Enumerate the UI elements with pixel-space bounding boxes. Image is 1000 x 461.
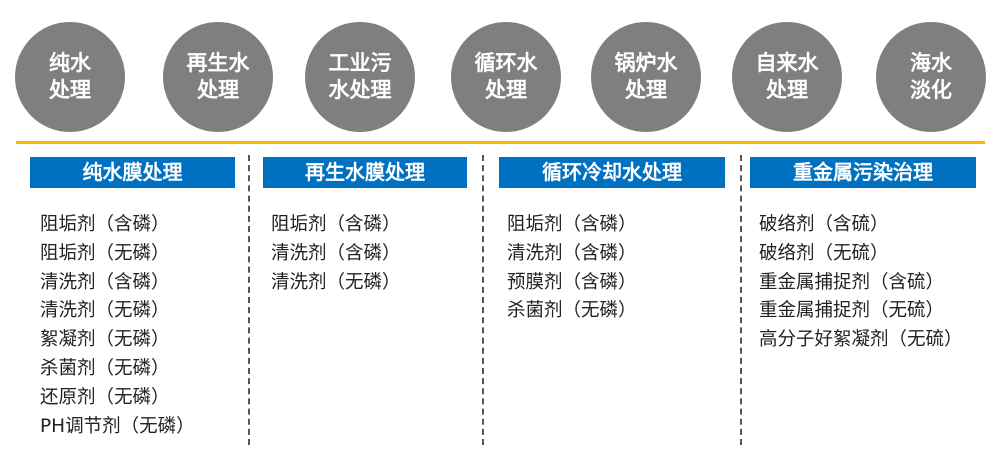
product-list-circulating-cooling-water: 阻垢剂（含磷） 清洗剂（含磷） 预膜剂（含磷） 杀菌剂（无磷） xyxy=(507,211,637,326)
category-circle-industrial-wastewater: 工业污 水处理 xyxy=(305,22,415,132)
category-label: 自来水 处理 xyxy=(755,51,819,102)
list-item: 重金属捕捉剂（含硫） xyxy=(759,271,945,293)
category-circle-desalination: 海水 淡化 xyxy=(876,22,986,132)
category-label: 工业污 水处理 xyxy=(328,51,392,102)
category-circle-circulating-water: 循环水 处理 xyxy=(451,22,561,132)
column-header-pure-water-membrane: 纯水膜处理 xyxy=(30,157,235,188)
product-list-reclaimed-water-membrane: 阻垢剂（含磷） 清洗剂（含磷） 清洗剂（无磷） xyxy=(271,211,401,297)
list-item: 破络剂（含硫） xyxy=(759,214,889,235)
list-item: 高分子好絮凝剂（无硫） xyxy=(759,329,963,351)
list-item: 阻垢剂（含磷） xyxy=(507,214,637,235)
column-header-heavy-metal-treatment: 重金属污染治理 xyxy=(750,157,976,188)
column-separator xyxy=(248,155,250,445)
category-label: 再生水 处理 xyxy=(186,51,250,102)
list-item: 还原剂（无磷） xyxy=(40,386,170,408)
category-label: 锅炉水 处理 xyxy=(614,51,678,102)
category-label: 海水 淡化 xyxy=(910,51,952,102)
category-label: 纯水 处理 xyxy=(49,51,91,102)
list-item: PH调节剂（无磷） xyxy=(40,415,195,437)
list-item: 重金属捕捉剂（无硫） xyxy=(759,300,945,322)
list-item: 清洗剂（含磷） xyxy=(507,242,637,264)
category-label: 循环水 处理 xyxy=(474,51,538,102)
column-header-circulating-cooling-water: 循环冷却水处理 xyxy=(499,157,725,188)
list-item: 清洗剂（无磷） xyxy=(271,271,401,293)
product-list-pure-water-membrane: 阻垢剂（含磷） 阻垢剂（无磷） 清洗剂（含磷） 清洗剂（无磷） 絮凝剂（无磷） … xyxy=(40,211,195,441)
list-item: 清洗剂（含磷） xyxy=(271,242,401,264)
list-item: 阻垢剂（含磷） xyxy=(40,214,170,235)
list-item: 阻垢剂（无磷） xyxy=(40,242,170,264)
list-item: 破络剂（无硫） xyxy=(759,242,889,264)
list-item: 杀菌剂（无磷） xyxy=(40,357,170,379)
list-item: 清洗剂（无磷） xyxy=(40,300,170,322)
list-item: 清洗剂（含磷） xyxy=(40,271,170,293)
list-item: 阻垢剂（含磷） xyxy=(271,214,401,235)
category-circle-pure-water: 纯水 处理 xyxy=(15,22,125,132)
column-header-reclaimed-water-membrane: 再生水膜处理 xyxy=(263,157,467,188)
column-separator xyxy=(740,155,742,445)
list-item: 预膜剂（含磷） xyxy=(507,271,637,293)
section-divider xyxy=(16,141,985,144)
category-circle-reclaimed-water: 再生水 处理 xyxy=(163,22,273,132)
product-list-heavy-metal-treatment: 破络剂（含硫） 破络剂（无硫） 重金属捕捉剂（含硫） 重金属捕捉剂（无硫） 高分… xyxy=(759,211,963,355)
category-circle-tap-water: 自来水 处理 xyxy=(732,22,842,132)
list-item: 杀菌剂（无磷） xyxy=(507,300,637,322)
list-item: 絮凝剂（无磷） xyxy=(40,329,170,351)
category-circle-boiler-water: 锅炉水 处理 xyxy=(591,22,701,132)
column-separator xyxy=(482,155,484,445)
